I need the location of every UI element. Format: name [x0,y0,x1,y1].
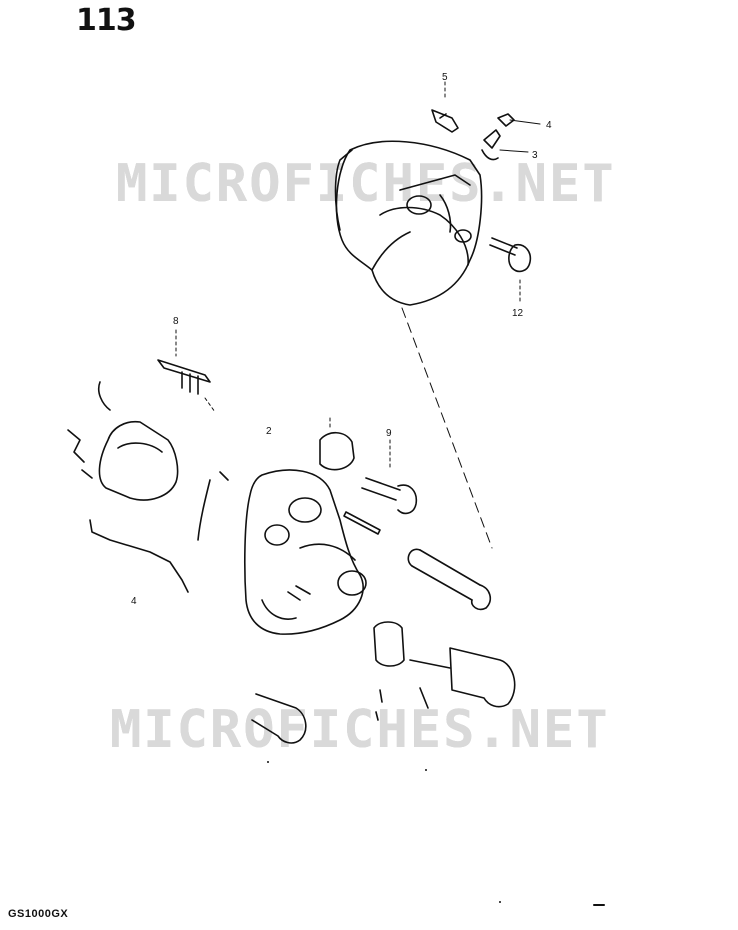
pad-shim-8 [157,329,216,413]
callout-9: 9 [386,428,392,439]
watermark-bottom: MICROFICHES.NET [110,700,610,760]
slide-pin-9 [343,439,418,535]
callout-12: 12 [512,308,524,319]
callout-4a: 4 [546,120,552,131]
callout-2: 2 [266,426,272,437]
callout-3: 3 [532,150,538,161]
watermark-top: MICROFICHES.NET [116,154,616,214]
brake-pad [67,381,229,593]
callout-8: 8 [173,316,179,327]
lower-parts [251,621,516,744]
page-number: 113 [76,3,137,38]
callout-5: 5 [442,72,448,83]
assembly-line [401,307,493,549]
caliper-small-parts [431,81,541,161]
caliper-bracket [244,469,367,635]
callout-4b: 4 [131,596,137,607]
caliper-piston-sleeve [407,548,492,611]
model-label: GS1000GX [8,908,69,920]
bolt-12 [489,237,532,305]
caliper-upper [334,140,483,306]
sleeve-boot [319,417,355,471]
